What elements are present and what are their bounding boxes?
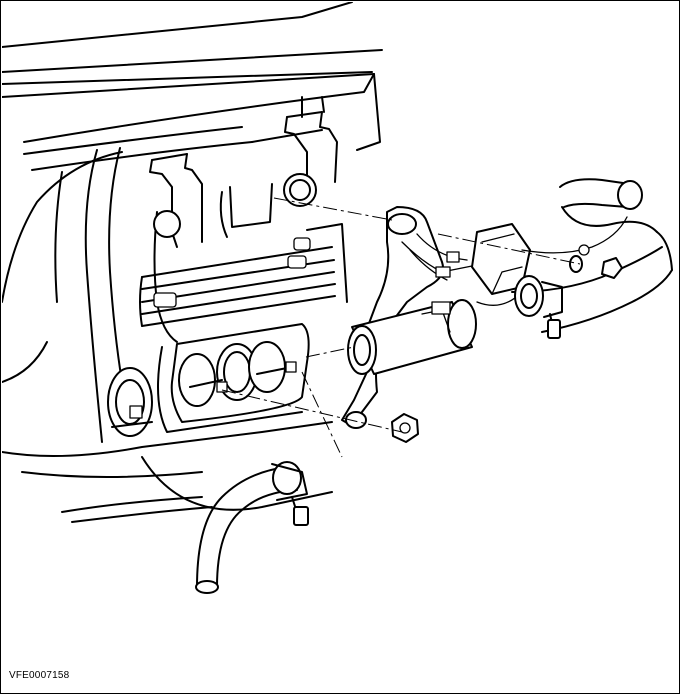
lower-port-plate (157, 323, 310, 433)
lower-coolant-hose (195, 461, 309, 594)
assembly-guide-lines (221, 197, 581, 458)
lower-left-cylinder (107, 367, 153, 437)
heater-valve-assembly (341, 206, 531, 429)
upper-right-hoses (511, 178, 673, 339)
mounting-brackets (149, 96, 338, 248)
figure-reference-code: VFE0007158 (9, 670, 70, 681)
hex-nut (391, 413, 419, 443)
heater-core-fins (139, 173, 348, 343)
vehicle-body-outline (2, 2, 383, 523)
left-air-duct (54, 147, 123, 443)
